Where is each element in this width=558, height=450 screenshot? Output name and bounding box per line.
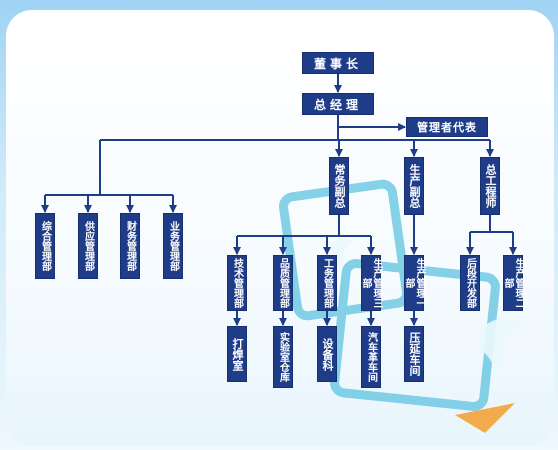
exec-deputy-box: 常务副总 [329, 157, 349, 215]
prod-mgmt-2-dept-box: 生产管理二部 [502, 255, 524, 311]
prod-deputy-box: 生产副总 [404, 157, 424, 215]
connector-lines [41, 74, 517, 326]
lab-warehouse-box: 实验室仓库 [273, 326, 293, 388]
works-mgmt-dept-box: 工务管理部 [317, 255, 337, 311]
supply-mgmt-dept-box: 供应管理部 [78, 213, 98, 279]
car-workshop-box: 汽车革车间 [361, 326, 381, 388]
prod-mgmt-3-dept-box: 生产管理三部 [360, 255, 382, 311]
calender-workshop-box: 压延车间 [404, 326, 424, 382]
rnd-dept-box: 后段开发部 [460, 255, 480, 311]
finance-mgmt-dept-box: 财务管理部 [120, 213, 140, 279]
tech-mgmt-dept-box: 技术管理部 [227, 255, 247, 311]
welding-room-box: 打焊室 [227, 326, 247, 382]
prod-mgmt-1-dept-box: 生产管理一部 [403, 255, 425, 311]
chief-engineer-box: 总工程师 [480, 157, 500, 215]
chairman-box: 董事长 [302, 52, 374, 74]
equipment-section-box: 设备科 [317, 326, 337, 382]
general-manager-box: 总经理 [302, 93, 374, 115]
paper-plane-icon [455, 403, 515, 433]
management-rep-box: 管理者代表 [406, 117, 488, 137]
quality-mgmt-dept-box: 品质管理部 [273, 255, 293, 311]
business-mgmt-dept-box: 业务管理部 [163, 213, 183, 279]
general-mgmt-dept-box: 综合管理部 [35, 213, 55, 279]
